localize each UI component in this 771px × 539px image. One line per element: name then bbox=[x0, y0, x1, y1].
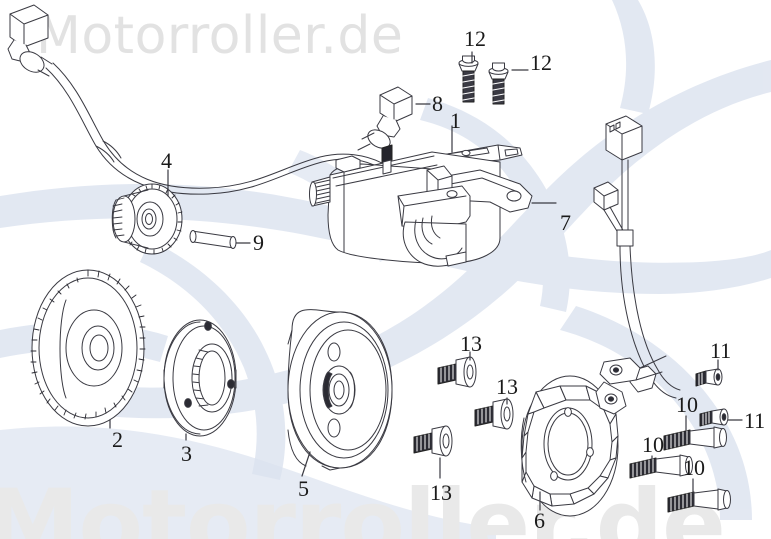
callout-9: 9 bbox=[253, 230, 264, 255]
callout-2: 2 bbox=[112, 427, 123, 452]
callout-10a: 10 bbox=[676, 392, 698, 417]
socket-bolt-b bbox=[474, 398, 514, 430]
stator-bolt-a bbox=[663, 426, 727, 451]
callout-13a: 13 bbox=[460, 331, 482, 356]
starter-idle-gear bbox=[111, 183, 183, 255]
callout-13c: 13 bbox=[430, 480, 452, 505]
callout-11b: 11 bbox=[744, 408, 766, 433]
callout-6: 6 bbox=[534, 508, 545, 533]
callout-1: 1 bbox=[450, 108, 461, 133]
socket-bolt-c bbox=[413, 425, 453, 457]
callout-13b: 13 bbox=[496, 374, 518, 399]
callout-10c: 10 bbox=[683, 455, 705, 480]
stator-wire-harness bbox=[593, 115, 681, 415]
callout-5: 5 bbox=[298, 476, 309, 501]
callout-10b: 10 bbox=[642, 432, 664, 457]
one-way-clutch-plate bbox=[163, 319, 237, 437]
callout-4: 4 bbox=[161, 148, 172, 173]
callout-12a: 12 bbox=[464, 26, 486, 51]
callout-7: 7 bbox=[560, 210, 571, 235]
callout-3: 3 bbox=[181, 441, 192, 466]
flywheel-rotor bbox=[287, 309, 393, 471]
clamp-screw-a bbox=[695, 368, 723, 387]
stator-bolt-c bbox=[667, 488, 731, 513]
stator-assembly bbox=[520, 375, 619, 517]
callout-8: 8 bbox=[432, 91, 443, 116]
watermark-top: Motorroller.de bbox=[36, 6, 404, 66]
stator-bolt-b bbox=[629, 454, 693, 479]
clamp-screw-b bbox=[699, 408, 729, 427]
socket-bolt-a bbox=[437, 356, 477, 388]
connector-8 bbox=[357, 86, 413, 151]
callout-12b: 12 bbox=[530, 50, 552, 75]
flange-bolt-b bbox=[488, 62, 509, 105]
flange-bolt-a bbox=[458, 55, 479, 103]
large-driven-gear bbox=[30, 269, 146, 427]
starter-motor bbox=[309, 144, 533, 267]
callout-11a: 11 bbox=[710, 338, 732, 363]
left-wire-harness bbox=[7, 4, 383, 195]
idle-gear-shaft-pin bbox=[189, 230, 237, 249]
